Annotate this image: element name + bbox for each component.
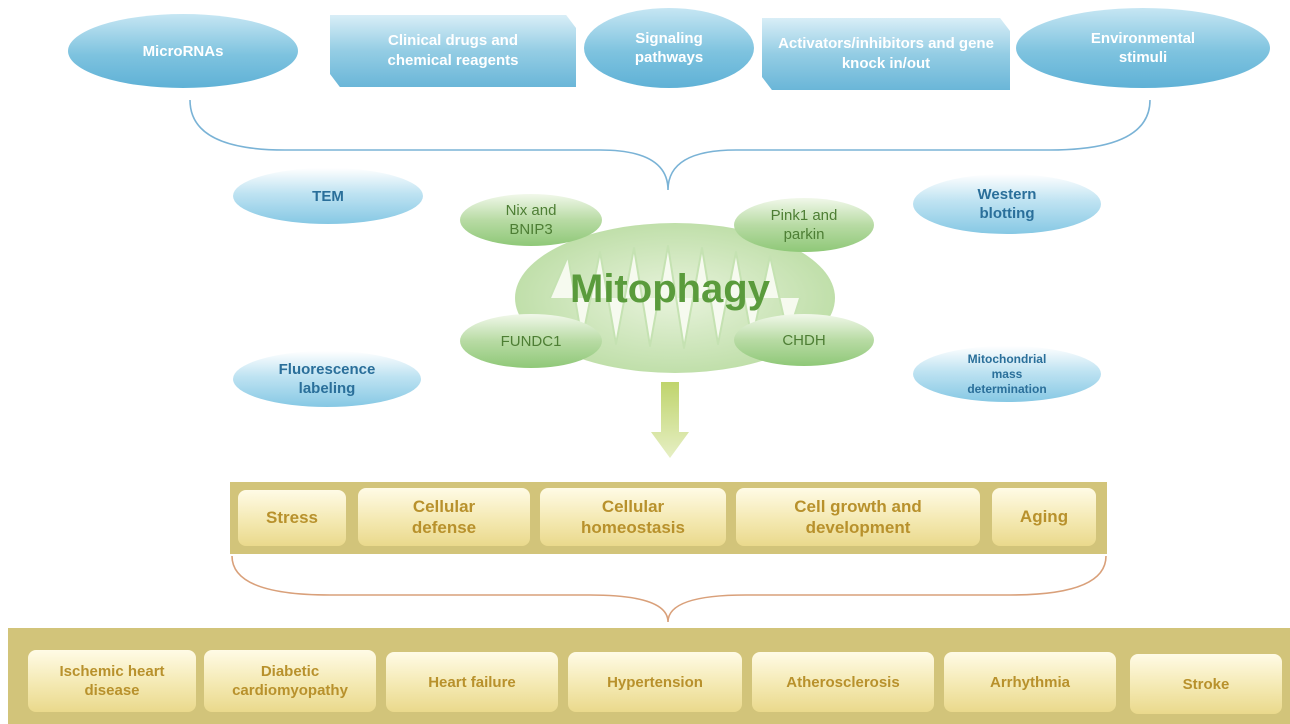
function-aging-label: Aging: [1019, 507, 1069, 526]
pink-oval: Pink1 and parkin: [734, 198, 874, 252]
western-oval: Western blotting: [913, 174, 1101, 234]
disease-heart-failure: Heart failure: [386, 652, 558, 712]
nix-oval: Nix and BNIP3: [460, 194, 602, 246]
signaling-oval: Signaling pathways: [584, 8, 754, 88]
function-aging: Aging: [992, 488, 1096, 546]
fundc1-oval: FUNDC1: [460, 314, 602, 368]
pink-label: Pink1 and parkin: [770, 207, 838, 243]
fluorescence-label: Fluorescence labeling: [278, 361, 376, 397]
down-arrow-icon: [651, 382, 689, 458]
disease-ischemic: Ischemic heart disease: [28, 650, 196, 712]
western-label: Western blotting: [977, 186, 1037, 222]
disease-diabetic-label: Diabetic cardiomyopathy: [232, 663, 348, 699]
disease-atherosclerosis-label: Atherosclerosis: [786, 673, 900, 691]
bottom-brace-path: [231, 555, 1107, 623]
environmental-label: Environmental stimuli: [1090, 30, 1196, 66]
disease-hypertension-label: Hypertension: [607, 673, 703, 691]
disease-diabetic: Diabetic cardiomyopathy: [204, 650, 376, 712]
microrna-label: MicroRNAs: [142, 42, 224, 60]
mitophagy-title: Mitophagy: [570, 267, 770, 311]
nix-label: Nix and BNIP3: [505, 202, 557, 238]
activators-box: Activators/inhibitors and gene knock in/…: [762, 18, 1010, 90]
fundc1-label: FUNDC1: [500, 332, 562, 350]
drugs-box: Clinical drugs and chemical reagents: [330, 15, 576, 87]
function-homeostasis: Cellular homeostasis: [540, 488, 726, 546]
mitochondrion-cristae: [549, 245, 801, 349]
function-growth-label: Cell growth and development: [794, 497, 922, 537]
microrna-oval: MicroRNAs: [68, 14, 298, 88]
function-defense: Cellular defense: [358, 488, 530, 546]
drugs-label: Clinical drugs and chemical reagents: [387, 32, 519, 69]
mass-oval: Mitochondrial mass determination: [913, 346, 1101, 402]
disease-ischemic-label: Ischemic heart disease: [59, 663, 165, 699]
function-defense-label: Cellular defense: [411, 497, 477, 537]
mass-label: Mitochondrial mass determination: [967, 351, 1047, 396]
disease-arrhythmia-label: Arrhythmia: [989, 673, 1071, 691]
disease-stroke: Stroke: [1130, 654, 1282, 714]
chdh-oval: CHDH: [734, 314, 874, 366]
fluorescence-oval: Fluorescence labeling: [233, 351, 421, 407]
disease-hypertension: Hypertension: [568, 652, 742, 712]
function-homeostasis-label: Cellular homeostasis: [581, 497, 685, 537]
disease-atherosclerosis: Atherosclerosis: [752, 652, 934, 712]
top-brace-path: [189, 99, 1151, 191]
function-growth: Cell growth and development: [736, 488, 980, 546]
function-stress: Stress: [238, 490, 346, 546]
environmental-oval: Environmental stimuli: [1016, 8, 1270, 88]
signaling-label: Signaling pathways: [634, 30, 704, 66]
tem-label: TEM: [312, 187, 344, 205]
tem-oval: TEM: [233, 168, 423, 224]
disease-arrhythmia: Arrhythmia: [944, 652, 1116, 712]
disease-stroke-label: Stroke: [1182, 675, 1230, 693]
chdh-label: CHDH: [782, 331, 826, 349]
activators-label: Activators/inhibitors and gene knock in/…: [778, 35, 994, 72]
disease-heart-failure-label: Heart failure: [428, 673, 516, 691]
function-stress-label: Stress: [266, 508, 318, 527]
